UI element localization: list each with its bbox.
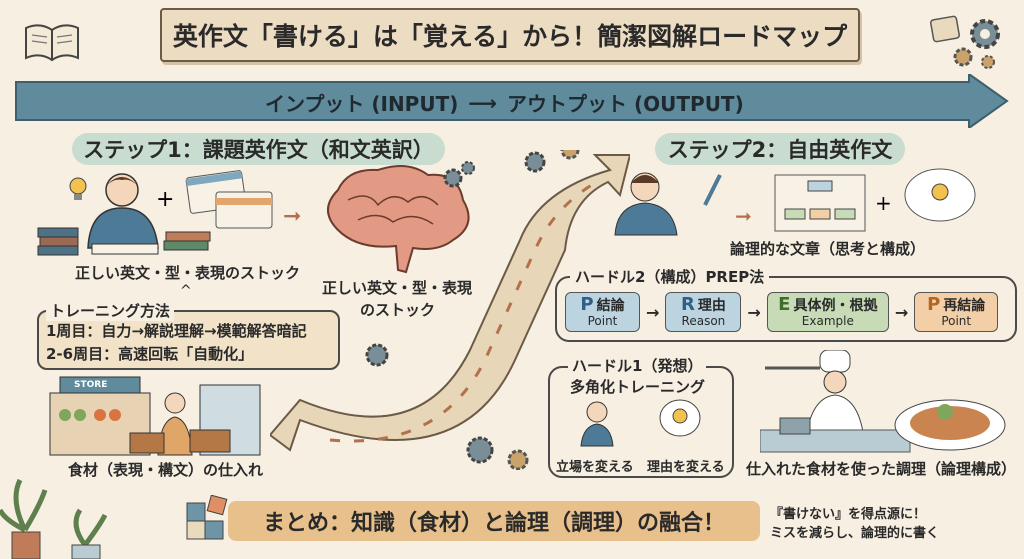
step1-heading: ステップ1：課題英作文（和文英訳） xyxy=(72,133,445,165)
hurdle1-subtitle: 多角化トレーニング xyxy=(570,378,706,396)
change-position-label: 立場を変える xyxy=(556,460,634,475)
summary-note-1: 『書けない』を得点源に！ xyxy=(770,507,927,522)
output-label: アウトプット (OUTPUT) xyxy=(507,92,744,116)
input-label: インプット (INPUT) xyxy=(265,92,459,116)
caret-up-icon: ^ xyxy=(180,283,192,299)
pen-icon xyxy=(703,174,722,206)
flow-arrow-label: インプット (INPUT) ⟶ アウトプット (OUTPUT) xyxy=(265,88,744,117)
training-title: トレーニング方法 xyxy=(46,300,175,321)
writer-illustration: ➞ + xyxy=(614,168,976,236)
svg-text:+: + xyxy=(875,191,892,215)
gears-icon xyxy=(930,15,1000,69)
lightbulb-icon xyxy=(69,177,87,200)
gears-icon xyxy=(443,161,475,188)
brain-label-line1: 正しい英文・型・表現 xyxy=(322,279,473,297)
training-line1: 1周目：自力→解説理解→模範解答暗記 xyxy=(46,322,307,340)
change-reason-label: 理由を変える xyxy=(647,460,725,475)
store-label: 食材（表現・構文）の仕入れ xyxy=(68,461,264,479)
summary-banner: まとめ：知識（食材）と論理（調理）の融合！ xyxy=(228,501,760,541)
arrow-icon: → xyxy=(747,302,761,322)
stock-label: 正しい英文・型・表現のストック xyxy=(75,264,301,282)
summary-note-2: ミスを減らし、論理的に書く xyxy=(770,526,940,541)
logic-label: 論理的な文章（思考と構成） xyxy=(730,240,926,258)
store-sign: STORE xyxy=(74,380,108,390)
training-line2: 2-6周目：高速回転「自動化」 xyxy=(46,345,254,363)
input-output-arrow xyxy=(15,74,1009,128)
arrow-icon: → xyxy=(646,302,660,322)
gears-icon xyxy=(524,150,580,173)
hurdle1-title: ハードル1（発想） xyxy=(568,355,707,376)
lightbulb-speech-icon xyxy=(659,399,701,437)
thinking-person-icon xyxy=(580,401,614,447)
puzzle-icon xyxy=(186,495,228,540)
cooking-label: 仕入れた食材を使った調理（論理構成） xyxy=(746,460,1017,478)
arrow-icon: → xyxy=(894,302,909,322)
svg-text:➞: ➞ xyxy=(735,204,752,228)
potted-plants-illustration xyxy=(0,478,108,559)
arrow-right-icon: ➞ xyxy=(283,204,302,229)
open-book-icon xyxy=(25,24,79,62)
long-arrow-icon: ⟶ xyxy=(468,90,498,115)
svg-text:+: + xyxy=(156,187,174,212)
page-title: 英作文「書ける」は「覚える」から！簡潔図解ロードマップ xyxy=(160,8,860,62)
brain-illustration xyxy=(327,161,475,274)
perspective-icons xyxy=(580,399,701,447)
hurdle2-title: ハードル2（構成）PREP法 xyxy=(570,266,770,287)
gears-icon xyxy=(365,343,529,470)
hurdle2-box xyxy=(555,276,1017,342)
chef-cooking-illustration xyxy=(760,350,1006,453)
roadmap-path xyxy=(270,150,630,470)
grocery-store-illustration xyxy=(49,376,261,456)
brain-label-line2: のストック xyxy=(360,301,436,319)
step2-heading: ステップ2：自由英作文 xyxy=(655,133,905,165)
student-studying-illustration: + xyxy=(37,170,273,256)
